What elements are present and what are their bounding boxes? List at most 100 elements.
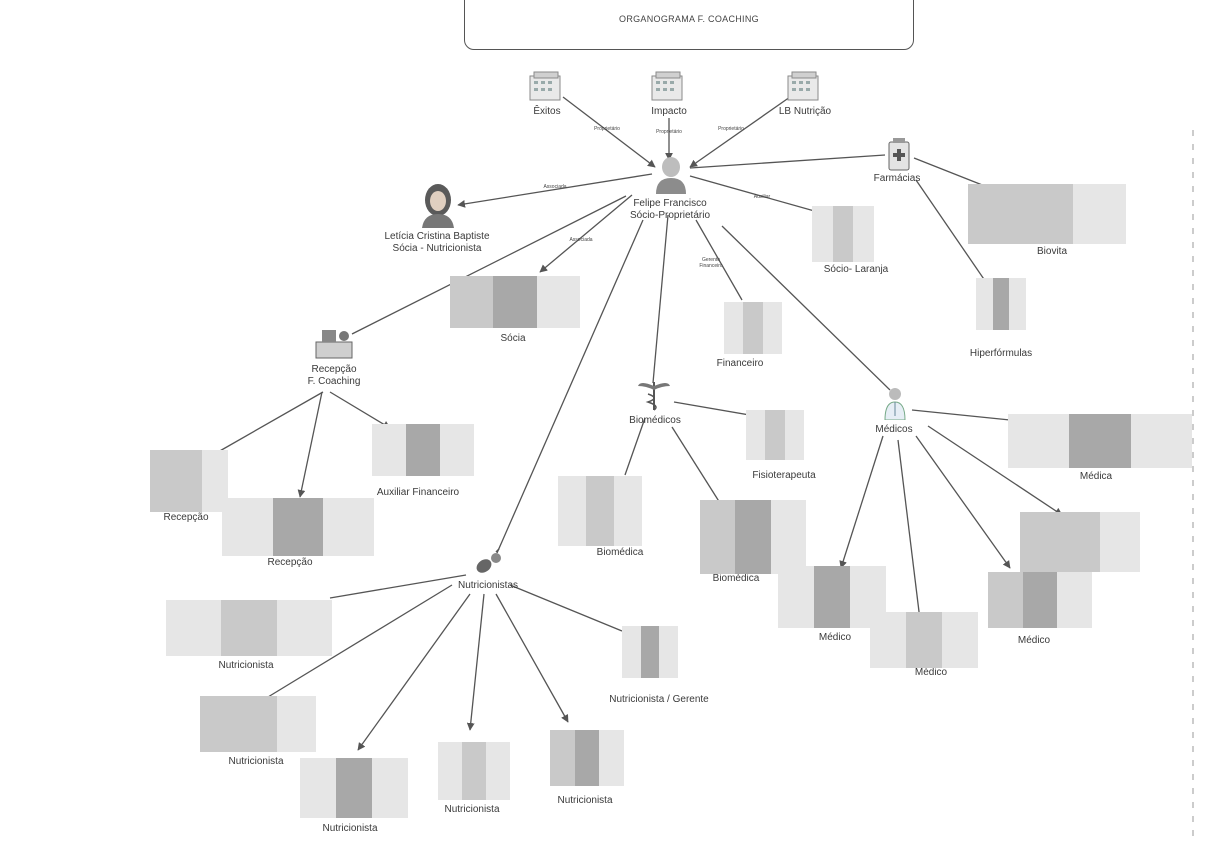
building-icon xyxy=(651,71,683,101)
doctor-icon xyxy=(884,388,906,420)
connector-line xyxy=(217,391,324,453)
connector-line xyxy=(689,175,819,213)
felipe-role: Sócio-Proprietário xyxy=(629,210,711,221)
socio-laranja-label: Sócio- Laranja xyxy=(823,264,889,275)
redacted-pixel xyxy=(166,628,222,656)
redacted-pixel xyxy=(202,450,228,481)
redacted-pixel xyxy=(992,304,1010,330)
redacted-photo xyxy=(438,742,510,800)
reception-desk-icon xyxy=(315,330,353,359)
redacted-pixel xyxy=(832,206,854,234)
connector-line xyxy=(624,417,646,476)
redacted-pixel xyxy=(968,184,1021,214)
nutricionista-gerente-label: Nutricionista / Gerente xyxy=(609,694,709,705)
scan-edge xyxy=(1192,130,1194,840)
redacted-pixel xyxy=(1057,572,1092,600)
redacted-pixel xyxy=(599,758,624,786)
redacted-pixel xyxy=(743,328,763,354)
redacted-pixel xyxy=(1020,512,1060,542)
redacted-pixel xyxy=(968,214,1021,244)
edge-label: Associada xyxy=(543,184,567,190)
redacted-pixel xyxy=(277,724,316,752)
company-label: Êxitos xyxy=(533,106,561,117)
recepcao-label: Recepção xyxy=(163,512,209,523)
farmacias-label: Farmácias xyxy=(873,173,921,184)
redacted-pixel xyxy=(1060,542,1100,572)
redacted-pixel xyxy=(1069,441,1131,468)
biomedica-label: Biomédica xyxy=(596,547,644,558)
redacted-pixel xyxy=(1020,184,1074,214)
redacted-pixel xyxy=(1069,414,1131,441)
redacted-photo xyxy=(550,730,624,786)
redacted-pixel xyxy=(762,328,782,354)
redacted-photo xyxy=(1020,512,1140,572)
connector-line xyxy=(357,593,471,751)
nutricionista-label: Nutricionista xyxy=(444,804,500,815)
redacted-pixel xyxy=(976,278,993,304)
nutricionista-label: Nutricionista xyxy=(322,823,378,834)
redacted-pixel xyxy=(812,234,833,262)
connector-line xyxy=(927,425,1063,516)
redacted-pixel xyxy=(640,626,660,652)
redacted-photo xyxy=(150,450,228,512)
building-icon xyxy=(787,71,819,101)
medicos-label: Médicos xyxy=(875,424,913,435)
redacted-pixel xyxy=(462,771,486,800)
connector-line xyxy=(915,179,991,289)
redacted-pixel xyxy=(770,500,806,537)
redacted-photo xyxy=(700,500,806,574)
redacted-pixel xyxy=(238,696,278,724)
redacted-pixel xyxy=(778,566,814,597)
nutricionista-label: Nutricionista xyxy=(218,660,274,671)
connector-line xyxy=(539,194,633,273)
redacted-pixel xyxy=(323,498,374,527)
connector-line xyxy=(562,96,656,168)
redacted-pixel xyxy=(221,600,277,628)
redacted-pixel xyxy=(336,788,372,818)
auxiliar-financeiro-label: Auxiliar Financeiro xyxy=(376,487,460,498)
redacted-pixel xyxy=(536,302,580,328)
connector-line xyxy=(297,391,323,498)
recepcao-group-label: F. Coaching xyxy=(307,376,361,387)
person-avatar-icon xyxy=(656,157,686,194)
redacted-pixel xyxy=(784,435,804,460)
redacted-pixel xyxy=(300,758,336,788)
redacted-pixel xyxy=(778,597,814,628)
connector-line xyxy=(897,439,925,629)
connector-line xyxy=(911,409,1011,421)
redacted-pixel xyxy=(550,758,575,786)
redacted-photo xyxy=(166,600,332,656)
redacted-pixel xyxy=(166,600,222,628)
leticia-role: Sócia - Nutricionista xyxy=(392,243,482,254)
redacted-pixel xyxy=(814,566,850,597)
redacted-pixel xyxy=(735,500,771,537)
connector-line xyxy=(689,96,791,168)
redacted-photo xyxy=(222,498,374,556)
connector-line xyxy=(671,426,721,504)
biovita-label: Biovita xyxy=(1036,246,1068,257)
redacted-pixel xyxy=(1008,414,1070,441)
redacted-pixel xyxy=(622,626,641,652)
redacted-pixel xyxy=(1020,214,1074,244)
redacted-pixel xyxy=(276,628,332,656)
hiper-label: Hiperfórmulas xyxy=(969,348,1033,359)
redacted-pixel xyxy=(640,652,660,678)
redacted-photo xyxy=(450,276,580,328)
redacted-pixel xyxy=(323,527,374,556)
pharmacy-icon xyxy=(888,138,910,171)
redacted-pixel xyxy=(586,476,614,511)
edge-label: Proprietário xyxy=(656,129,682,135)
redacted-pixel xyxy=(988,600,1023,628)
redacted-pixel xyxy=(462,742,486,771)
redacted-pixel xyxy=(814,597,850,628)
biomedicos-label: Biomédicos xyxy=(629,415,681,426)
medico-label: Médico xyxy=(1017,635,1051,646)
nutricionista-label: Nutricionista xyxy=(557,795,613,806)
redacted-pixel xyxy=(614,511,642,546)
redacted-pixel xyxy=(222,498,273,527)
building-icon xyxy=(529,71,561,101)
redacted-pixel xyxy=(574,758,600,786)
recepcao-label: Recepção xyxy=(267,557,313,568)
redacted-photo xyxy=(968,184,1126,244)
redacted-pixel xyxy=(238,724,278,752)
